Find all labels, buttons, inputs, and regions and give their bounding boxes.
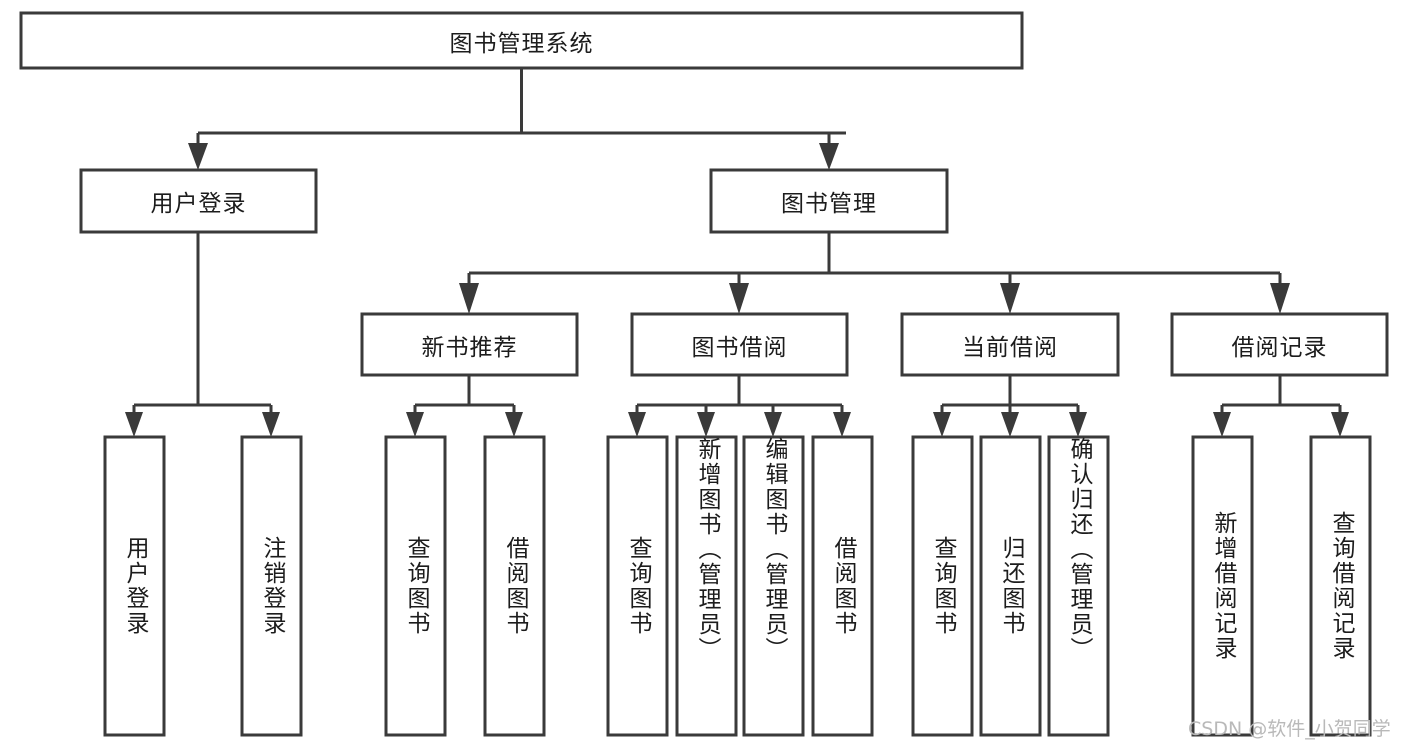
node-box-leaf-borrow-record-1[interactable]: [1309, 435, 1372, 737]
arrow-head-leaf-book-borrow-3: [764, 412, 782, 437]
arrow-head-leaf-borrow-record-1: [1213, 412, 1231, 437]
node-box-leaf-current-borrow-1[interactable]: [979, 435, 1042, 737]
node-box-user-login[interactable]: [79, 168, 318, 234]
node-box-leaf-user-login-0[interactable]: [103, 435, 166, 737]
node-box-leaf-new-book-1[interactable]: [483, 435, 546, 737]
arrow-head-level3-3: [1000, 283, 1020, 314]
node-box-current-borrow[interactable]: [900, 312, 1120, 377]
node-box-leaf-book-borrow-1[interactable]: [675, 435, 738, 737]
node-box-borrow-record[interactable]: [1170, 312, 1389, 377]
node-box-leaf-book-borrow-0[interactable]: [606, 435, 669, 737]
node-box-new-book-recommend[interactable]: [360, 312, 579, 377]
node-box-leaf-user-login-1[interactable]: [240, 435, 303, 737]
arrow-head-leaf-current-borrow-1: [933, 412, 951, 437]
arrow-head-leaf-book-borrow-1: [628, 412, 646, 437]
arrow-head-book-manage: [819, 143, 839, 170]
node-box-leaf-borrow-record-0[interactable]: [1191, 435, 1254, 737]
node-box-leaf-book-borrow-2[interactable]: [742, 435, 805, 737]
arrow-head-leaf-borrow-record-2: [1331, 412, 1349, 437]
arrow-head-leaf-book-borrow-4: [833, 412, 851, 437]
node-box-leaf-current-borrow-2[interactable]: [1047, 435, 1110, 737]
arrow-head-leaf-current-borrow-2: [1001, 412, 1019, 437]
arrow-head-leaf-user-login-1: [125, 412, 143, 437]
arrow-head-level3-4: [1270, 283, 1290, 314]
arrow-head-level3-2: [729, 283, 749, 314]
node-box-leaf-current-borrow-0[interactable]: [911, 435, 974, 737]
arrow-head-leaf-new-book-1: [406, 412, 424, 437]
arrow-head-leaf-current-borrow-3: [1069, 412, 1087, 437]
node-box-root[interactable]: [19, 11, 1024, 70]
arrow-head-leaf-new-book-2: [505, 412, 523, 437]
arrow-head-user-login: [188, 143, 208, 170]
node-box-leaf-book-borrow-3[interactable]: [811, 435, 874, 737]
arrow-head-level3-1: [459, 283, 479, 314]
node-box-book-manage[interactable]: [709, 168, 949, 234]
arrow-head-leaf-user-login-2: [262, 412, 280, 437]
arrow-head-leaf-book-borrow-2: [697, 412, 715, 437]
node-box-book-borrow[interactable]: [630, 312, 849, 377]
node-box-leaf-new-book-0[interactable]: [384, 435, 447, 737]
